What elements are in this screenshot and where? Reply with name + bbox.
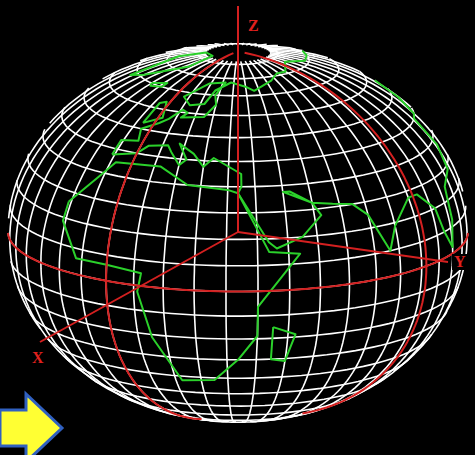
axis-label: Y	[452, 254, 468, 270]
globe-line	[112, 144, 241, 194]
globe-line	[251, 44, 257, 46]
globe-line	[238, 80, 453, 251]
globe-line	[134, 61, 224, 421]
globe-line	[245, 53, 427, 414]
red-axes	[8, 6, 468, 419]
globe-line	[59, 58, 213, 414]
globe-line	[81, 59, 216, 417]
globe-line	[8, 233, 106, 281]
globe-line	[257, 60, 376, 419]
globe-line	[250, 61, 321, 421]
globe-line	[264, 58, 422, 414]
globe-line	[63, 162, 300, 380]
axis-label: Z	[246, 18, 261, 34]
globe-line	[264, 48, 302, 50]
axis-label: X	[30, 350, 46, 366]
axis-line	[237, 6, 239, 232]
globe-line	[246, 43, 250, 45]
globe-line	[10, 205, 107, 255]
globe-line	[241, 61, 258, 422]
globe-line	[271, 327, 296, 361]
axis-line	[238, 232, 448, 262]
globe-line	[106, 233, 468, 292]
globe-line	[242, 43, 244, 45]
yellow-arrow	[0, 394, 62, 455]
globe-line	[268, 56, 453, 396]
globe-line	[267, 49, 328, 57]
globe-line	[231, 43, 234, 45]
globe-line	[8, 233, 106, 281]
globe-line	[150, 83, 167, 87]
globe-line	[106, 53, 233, 419]
continent-outlines	[63, 51, 453, 381]
globe-line	[224, 44, 229, 46]
globe-line	[270, 54, 467, 310]
axis-line	[40, 232, 238, 342]
